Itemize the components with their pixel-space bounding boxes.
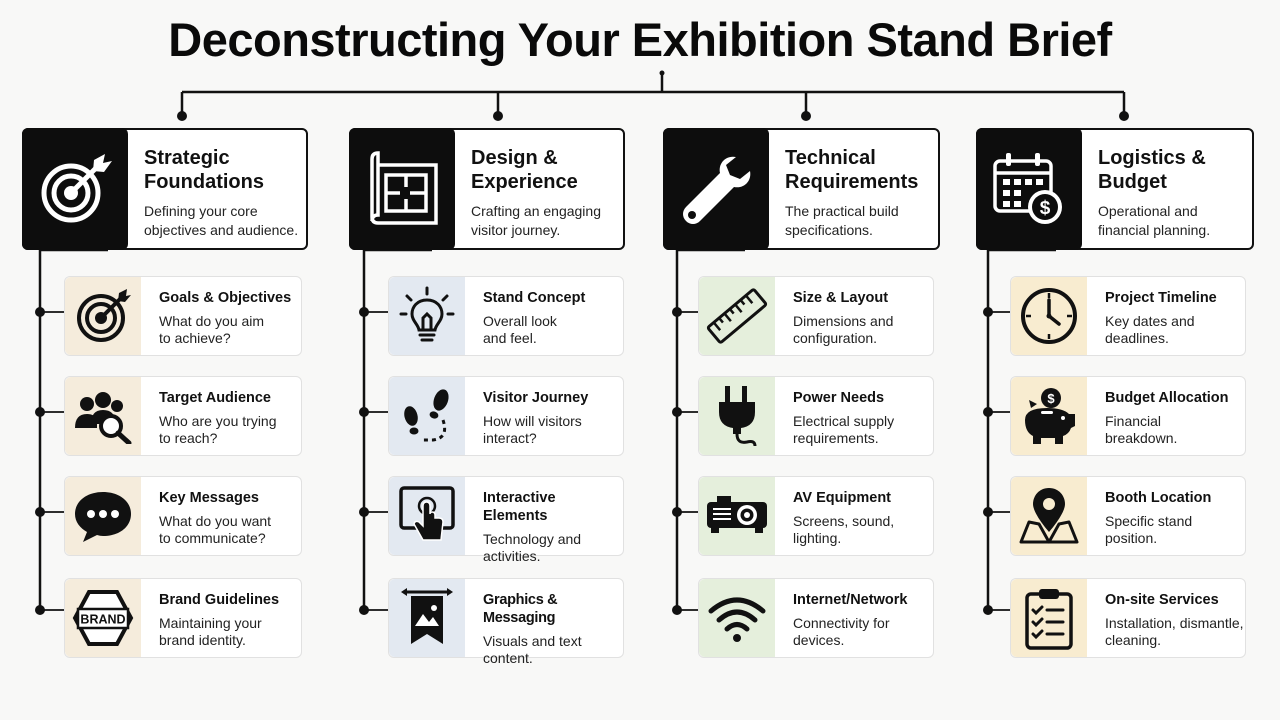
header-title: Design & Experience <box>471 147 578 193</box>
item-description: Electrical supply requirements. <box>793 413 895 446</box>
lightbulb-icon <box>389 277 465 355</box>
item-goals-objectives: Goals & Objectives What do you aim to ac… <box>64 276 302 356</box>
item-title: Goals & Objectives <box>159 290 292 306</box>
item-description: Installation, dismantle, cleaning. <box>1105 615 1244 648</box>
item-description: What do you want to communicate? <box>159 513 272 546</box>
item-title: Target Audience <box>159 390 271 406</box>
item-budget-allocation: $ Budget Allocation Financial breakdown. <box>1010 376 1246 456</box>
header-title: Technical Requirements <box>785 147 919 193</box>
item-title: Stand Concept <box>483 290 586 306</box>
footsteps-icon <box>389 377 465 455</box>
item-description: Connectivity for devices. <box>793 615 890 648</box>
header-technical-requirements: Technical Requirements The practical bui… <box>663 128 940 250</box>
item-av-equipment: AV Equipment Screens, sound, lighting. <box>698 476 934 556</box>
item-brand-guidelines: BRAND Brand Guidelines Maintaining your … <box>64 578 302 658</box>
blueprint-icon <box>349 128 455 250</box>
item-description: Visuals and text content. <box>483 633 582 666</box>
clipboard-checklist-icon <box>1011 579 1087 657</box>
calendar-dollar-icon: $ <box>976 128 1082 250</box>
clock-icon <box>1011 277 1087 355</box>
brand-badge-text: BRAND <box>80 613 125 627</box>
header-subtitle: Crafting an engaging visitor journey. <box>471 203 601 238</box>
item-description: Maintaining your brand identity. <box>159 615 262 648</box>
item-visitor-journey: Visitor Journey How will visitors intera… <box>388 376 624 456</box>
banner-icon <box>389 579 465 657</box>
item-description: What do you aim to achieve? <box>159 313 265 346</box>
header-strategic-foundations: Strategic Foundations Defining your core… <box>22 128 308 250</box>
item-power-needs: Power Needs Electrical supply requiremen… <box>698 376 934 456</box>
item-target-audience: Target Audience Who are you trying to re… <box>64 376 302 456</box>
item-description: Key dates and deadlines. <box>1105 313 1195 346</box>
item-graphics-messaging: Graphics & Messaging Visuals and text co… <box>388 578 624 666</box>
item-interactive-elements: Interactive Elements Technology and acti… <box>388 476 624 564</box>
plug-icon <box>699 377 775 455</box>
item-size-layout: Size & Layout Dimensions and configurati… <box>698 276 934 356</box>
header-title: Logistics & Budget <box>1098 147 1206 193</box>
item-title: Project Timeline <box>1105 290 1217 306</box>
chat-bubble-icon <box>65 477 141 555</box>
item-title: Brand Guidelines <box>159 592 280 608</box>
item-internet-network: Internet/Network Connectivity for device… <box>698 578 934 658</box>
item-description: Dimensions and configuration. <box>793 313 894 346</box>
item-title: Power Needs <box>793 390 885 406</box>
item-description: Specific stand position. <box>1105 513 1193 546</box>
item-description: Financial breakdown. <box>1105 413 1178 446</box>
projector-icon <box>699 477 775 555</box>
item-description: How will visitors interact? <box>483 413 582 446</box>
item-title: Size & Layout <box>793 290 889 306</box>
item-project-timeline: Project Timeline Key dates and deadlines… <box>1010 276 1246 356</box>
item-key-messages: Key Messages What do you want to communi… <box>64 476 302 556</box>
header-subtitle: Operational and financial planning. <box>1098 203 1211 238</box>
svg-text:$: $ <box>1040 198 1051 219</box>
item-title: On-site Services <box>1105 592 1219 608</box>
item-title: Internet/Network <box>793 592 908 608</box>
piggy-bank-icon: $ <box>1011 377 1087 455</box>
item-on-site-services: On-site Services Installation, dismantle… <box>1010 578 1246 658</box>
item-description: Overall look and feel. <box>483 313 557 346</box>
item-description: Who are you trying to reach? <box>159 413 277 446</box>
header-title: Strategic Foundations <box>144 147 264 193</box>
brand-badge-icon: BRAND <box>65 579 141 657</box>
item-title: AV Equipment <box>793 490 892 506</box>
audience-search-icon <box>65 377 141 455</box>
item-title: Interactive Elements <box>483 490 556 524</box>
item-title: Booth Location <box>1105 490 1212 506</box>
item-description: Screens, sound, lighting. <box>793 513 895 546</box>
header-logistics-budget: $ Logistics & Budget Operational and fin… <box>976 128 1254 250</box>
svg-text:$: $ <box>1047 391 1055 406</box>
item-description: Technology and activities. <box>483 531 582 564</box>
target-icon <box>65 277 141 355</box>
item-title: Visitor Journey <box>483 390 589 406</box>
wifi-icon <box>699 579 775 657</box>
item-booth-location: Booth Location Specific stand position. <box>1010 476 1246 556</box>
map-pin-icon <box>1011 477 1087 555</box>
page-title: Deconstructing Your Exhibition Stand Bri… <box>168 13 1112 66</box>
ruler-icon <box>699 277 775 355</box>
header-subtitle: The practical build specifications. <box>785 203 899 238</box>
target-icon <box>22 128 128 250</box>
item-title: Budget Allocation <box>1105 390 1229 406</box>
header-subtitle: Defining your core objectives and audien… <box>144 203 299 238</box>
touchscreen-icon <box>389 477 465 555</box>
item-stand-concept: Stand Concept Overall look and feel. <box>388 276 624 356</box>
item-title: Key Messages <box>159 490 259 506</box>
wrench-icon <box>663 128 769 250</box>
header-design-experience: Design & Experience Crafting an engaging… <box>349 128 625 250</box>
item-title: Graphics & Messaging <box>483 592 558 626</box>
